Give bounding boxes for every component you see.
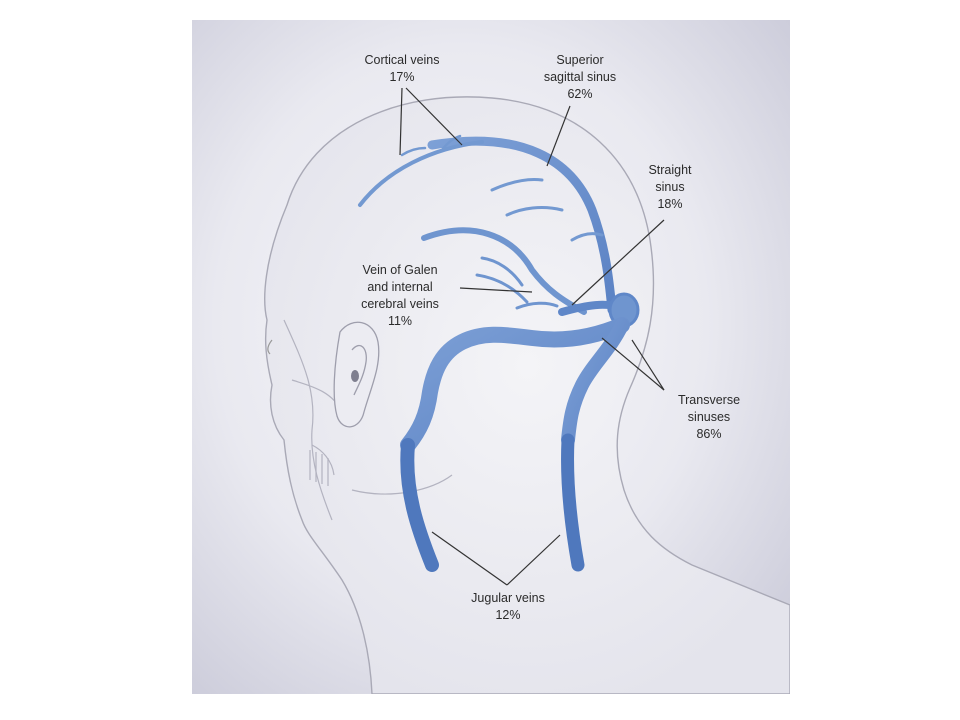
leader-transverse-1 bbox=[601, 337, 665, 391]
label-vein-of-galen: Vein of Galen and internal cerebral vein… bbox=[361, 263, 439, 328]
eye-hint bbox=[267, 339, 273, 355]
head-venous-diagram: Cortical veins 17% Superior sagittal sin… bbox=[192, 20, 790, 694]
internal-branch bbox=[480, 256, 524, 287]
transverse-pct: 86% bbox=[696, 427, 721, 441]
straight-pct: 18% bbox=[657, 197, 682, 211]
ear bbox=[333, 321, 380, 428]
venous-system bbox=[358, 134, 640, 572]
cortical-branch bbox=[400, 146, 427, 157]
galen-line2: and internal bbox=[367, 280, 432, 294]
label-straight-sinus: Straight sinus 18% bbox=[648, 163, 692, 211]
head-outline bbox=[264, 96, 790, 694]
cortical-vein-1 bbox=[358, 140, 484, 207]
label-cortical-veins: Cortical veins 17% bbox=[364, 53, 439, 84]
transverse-sinus-left bbox=[400, 317, 630, 453]
superior-line1: Superior bbox=[556, 53, 603, 67]
leader-jugular-1 bbox=[431, 531, 508, 586]
leader-cortical-2 bbox=[405, 87, 463, 146]
cortical-branch bbox=[490, 178, 544, 192]
jugular-name: Jugular veins bbox=[471, 591, 545, 605]
jugular-pct: 12% bbox=[495, 608, 520, 622]
label-superior-sagittal-sinus: Superior sagittal sinus 62% bbox=[544, 53, 616, 101]
transverse-sinus-right bbox=[561, 318, 629, 447]
leader-superior bbox=[546, 105, 571, 167]
galen-pct: 11% bbox=[388, 314, 412, 328]
label-jugular-veins: Jugular veins 12% bbox=[471, 591, 545, 622]
straight-line1: Straight bbox=[648, 163, 692, 177]
superior-pct: 62% bbox=[567, 87, 592, 101]
leader-jugular-2 bbox=[506, 534, 561, 586]
superior-sagittal-sinus bbox=[427, 136, 617, 315]
transverse-line2: sinuses bbox=[688, 410, 730, 424]
internal-branch bbox=[475, 273, 529, 304]
leader-galen bbox=[459, 287, 533, 293]
cortical-branch bbox=[440, 134, 462, 152]
leader-cortical-1 bbox=[399, 87, 403, 156]
superior-line2: sagittal sinus bbox=[544, 70, 616, 84]
cortical-veins-pct: 17% bbox=[389, 70, 414, 84]
leader-lines bbox=[399, 87, 665, 586]
leader-transverse-2 bbox=[631, 339, 665, 391]
leader-straight bbox=[571, 219, 665, 306]
jugular-vein-left bbox=[400, 438, 439, 572]
galen-line1: Vein of Galen bbox=[362, 263, 437, 277]
internal-branch bbox=[515, 301, 559, 310]
cortical-veins-name: Cortical veins bbox=[364, 53, 439, 67]
illustration-panel: Cortical veins 17% Superior sagittal sin… bbox=[192, 20, 790, 694]
straight-line2: sinus bbox=[655, 180, 684, 194]
cortical-branch bbox=[570, 232, 604, 242]
label-transverse-sinuses: Transverse sinuses 86% bbox=[678, 393, 740, 441]
cortical-branch bbox=[505, 206, 564, 217]
transverse-line1: Transverse bbox=[678, 393, 740, 407]
internal-cerebral-vein bbox=[421, 227, 587, 315]
jugular-vein-right bbox=[560, 433, 585, 572]
galen-line3: cerebral veins bbox=[361, 297, 439, 311]
